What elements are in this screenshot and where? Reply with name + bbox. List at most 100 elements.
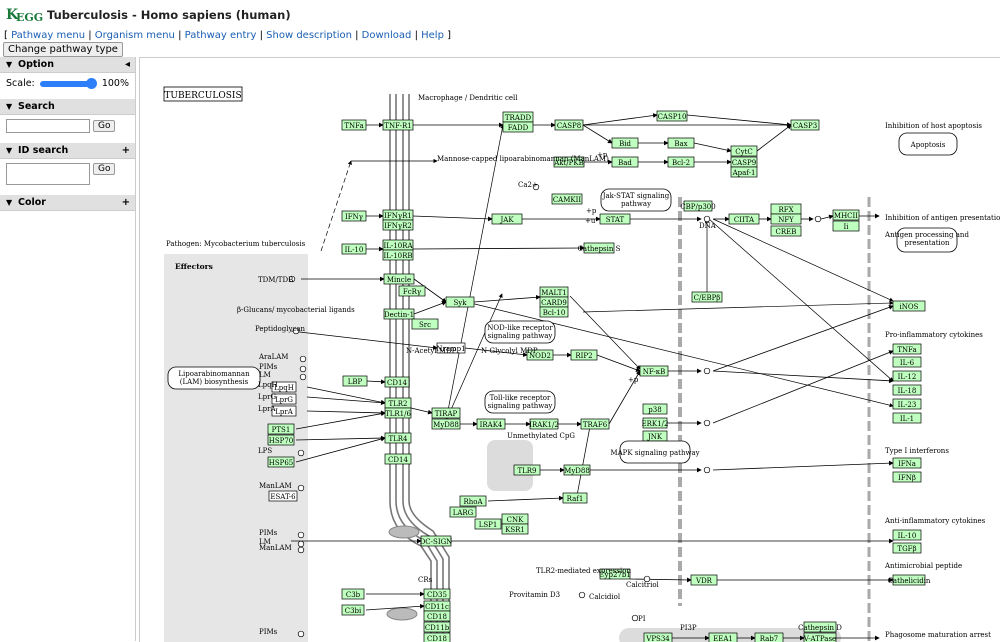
gene-il-23-node[interactable]: IL-23 bbox=[892, 398, 922, 410]
gene-casp3-node[interactable]: CASP3 bbox=[790, 119, 820, 131]
pathway-link-mapk-signaling-pathway[interactable]: MAPK signaling pathway bbox=[610, 440, 700, 464]
gene-box[interactable] bbox=[553, 156, 585, 168]
gene-box[interactable] bbox=[554, 119, 584, 131]
gene-box[interactable] bbox=[491, 213, 523, 225]
compound-node[interactable] bbox=[299, 373, 307, 381]
gene-c3b-node[interactable]: C3b bbox=[341, 588, 365, 600]
gene-box[interactable] bbox=[382, 249, 414, 261]
gene-box[interactable] bbox=[892, 529, 922, 541]
search-section-header[interactable]: ▼ Search bbox=[0, 99, 135, 115]
gene-il-1-node[interactable]: IL-1 bbox=[892, 412, 922, 424]
compound-node[interactable] bbox=[631, 614, 639, 622]
gene-bid-node[interactable]: Bid bbox=[611, 137, 639, 149]
gene-fadd-node[interactable]: FADD bbox=[502, 121, 534, 133]
compound-lpqh-box[interactable]: LpqH bbox=[271, 381, 297, 393]
scale-slider[interactable] bbox=[39, 77, 97, 89]
gene-tlr1-6-node[interactable]: TLR1/6 bbox=[384, 407, 411, 419]
gene-box[interactable] bbox=[892, 384, 922, 396]
gene-box[interactable] bbox=[502, 121, 534, 133]
gene-box[interactable] bbox=[267, 423, 295, 435]
gene-cd14-node[interactable]: CD14 bbox=[384, 453, 412, 465]
gene-box[interactable] bbox=[832, 209, 860, 221]
compound-lpra-box[interactable]: LprA bbox=[271, 405, 297, 417]
gene-vdr-node[interactable]: VDR bbox=[690, 574, 718, 586]
gene-cd14-node[interactable]: CD14 bbox=[384, 376, 410, 388]
panel-toggle-icon[interactable]: ◂ bbox=[124, 59, 130, 70]
gene-box[interactable] bbox=[341, 210, 367, 222]
color-section-header[interactable]: ▼ Color + bbox=[0, 195, 135, 211]
gene-box[interactable] bbox=[551, 193, 583, 205]
gene-traf6-node[interactable]: TRAF6 bbox=[580, 418, 610, 430]
gene-v-atpase-node[interactable]: V-ATPase bbox=[803, 632, 837, 642]
gene-box[interactable] bbox=[449, 506, 477, 518]
pathway-link-lipoarabinomannan-lam-biosynthesis[interactable]: Lipoarabinomannan(LAM) biosynthesis bbox=[167, 366, 261, 390]
gene-cd18-node[interactable]: CD18 bbox=[423, 610, 451, 622]
gene-dectin-1-node[interactable]: Dectin-1 bbox=[383, 308, 415, 320]
gene-box[interactable] bbox=[563, 464, 591, 476]
gene-box[interactable] bbox=[892, 542, 922, 554]
search-go-button[interactable]: Go bbox=[93, 120, 116, 132]
gene-tradd-node[interactable]: TRADD bbox=[502, 111, 534, 123]
gene-src-node[interactable]: Src bbox=[411, 318, 439, 330]
gene-il-10rb-node[interactable]: IL-10RB bbox=[382, 249, 414, 261]
gene-box[interactable] bbox=[892, 471, 922, 483]
gene-box[interactable] bbox=[599, 213, 631, 225]
gene-box[interactable] bbox=[643, 632, 673, 642]
gene-cnk-node[interactable]: CNK bbox=[501, 513, 529, 525]
gene-stat-node[interactable]: STAT bbox=[599, 213, 631, 225]
gene-cbp-p300-node[interactable]: CBP/p300 bbox=[680, 200, 716, 212]
gene-ifn-r1-node[interactable]: IFNγR1 bbox=[382, 209, 414, 221]
add-icon[interactable]: + bbox=[121, 145, 130, 156]
gene-box[interactable] bbox=[790, 119, 820, 131]
gene-box[interactable] bbox=[342, 375, 368, 387]
gene-box[interactable] bbox=[754, 632, 784, 642]
id-search-section-header[interactable]: ▼ ID search + bbox=[0, 143, 135, 159]
gene-rab7-node[interactable]: Rab7 bbox=[754, 632, 784, 642]
gene-erk1-2-node[interactable]: ERK1/2 bbox=[642, 417, 669, 429]
gene-box[interactable] bbox=[382, 219, 414, 231]
nav-pathway-entry[interactable]: Pathway entry bbox=[184, 30, 257, 41]
search-input[interactable] bbox=[6, 119, 90, 133]
gene-nf-b-node[interactable]: NF-κB bbox=[639, 365, 669, 377]
gene-irak1-2-node[interactable]: IRAK1/2 bbox=[529, 418, 559, 430]
gene-il-10-node[interactable]: IL-10 bbox=[892, 529, 922, 541]
gene-box[interactable] bbox=[423, 621, 451, 633]
gene-c-ebp-node[interactable]: C/EBPβ bbox=[691, 291, 723, 303]
gene-hsp70-node[interactable]: HSP70 bbox=[267, 434, 295, 446]
gene-casp9-node[interactable]: CASP9 bbox=[730, 156, 758, 168]
gene-box[interactable] bbox=[526, 349, 554, 361]
gene-box[interactable] bbox=[445, 296, 475, 308]
compound-node[interactable] bbox=[703, 466, 711, 474]
gene-box[interactable] bbox=[642, 403, 668, 415]
gene-box[interactable] bbox=[656, 110, 688, 122]
gene-box[interactable] bbox=[341, 119, 367, 131]
gene-cd11c-node[interactable]: CD11c bbox=[423, 600, 451, 612]
gene-box[interactable] bbox=[642, 417, 668, 429]
gene-box[interactable] bbox=[267, 456, 295, 468]
gene-tnf-r1-node[interactable]: TNF-R1 bbox=[382, 119, 414, 131]
gene-ifn-node[interactable]: IFNγ bbox=[341, 210, 367, 222]
gene-box[interactable] bbox=[459, 495, 487, 507]
gene-apaf-1-node[interactable]: Apaf-1 bbox=[730, 166, 758, 178]
gene-casp8-node[interactable]: CASP8 bbox=[554, 119, 584, 131]
gene-ifn-r2-node[interactable]: IFNγR2 bbox=[382, 219, 414, 231]
gene-ii-node[interactable]: Ii bbox=[832, 220, 860, 232]
compound-esat-6-box[interactable]: ESAT-6 bbox=[268, 490, 298, 502]
compound-node[interactable] bbox=[297, 540, 305, 548]
gene-box[interactable] bbox=[770, 225, 802, 237]
gene-tnfa-node[interactable]: TNFa bbox=[892, 343, 922, 355]
gene-box[interactable] bbox=[431, 418, 461, 430]
compound-node[interactable] bbox=[297, 449, 305, 457]
gene-casp10-node[interactable]: CASP10 bbox=[656, 110, 688, 122]
gene-box[interactable] bbox=[667, 137, 695, 149]
nav-download[interactable]: Download bbox=[361, 30, 412, 41]
gene-bax-node[interactable]: Bax bbox=[667, 137, 695, 149]
compound-node[interactable] bbox=[578, 591, 586, 599]
gene-box[interactable] bbox=[803, 632, 837, 642]
gene-ciita-node[interactable]: CIITA bbox=[728, 213, 760, 225]
gene-box[interactable] bbox=[383, 308, 415, 320]
